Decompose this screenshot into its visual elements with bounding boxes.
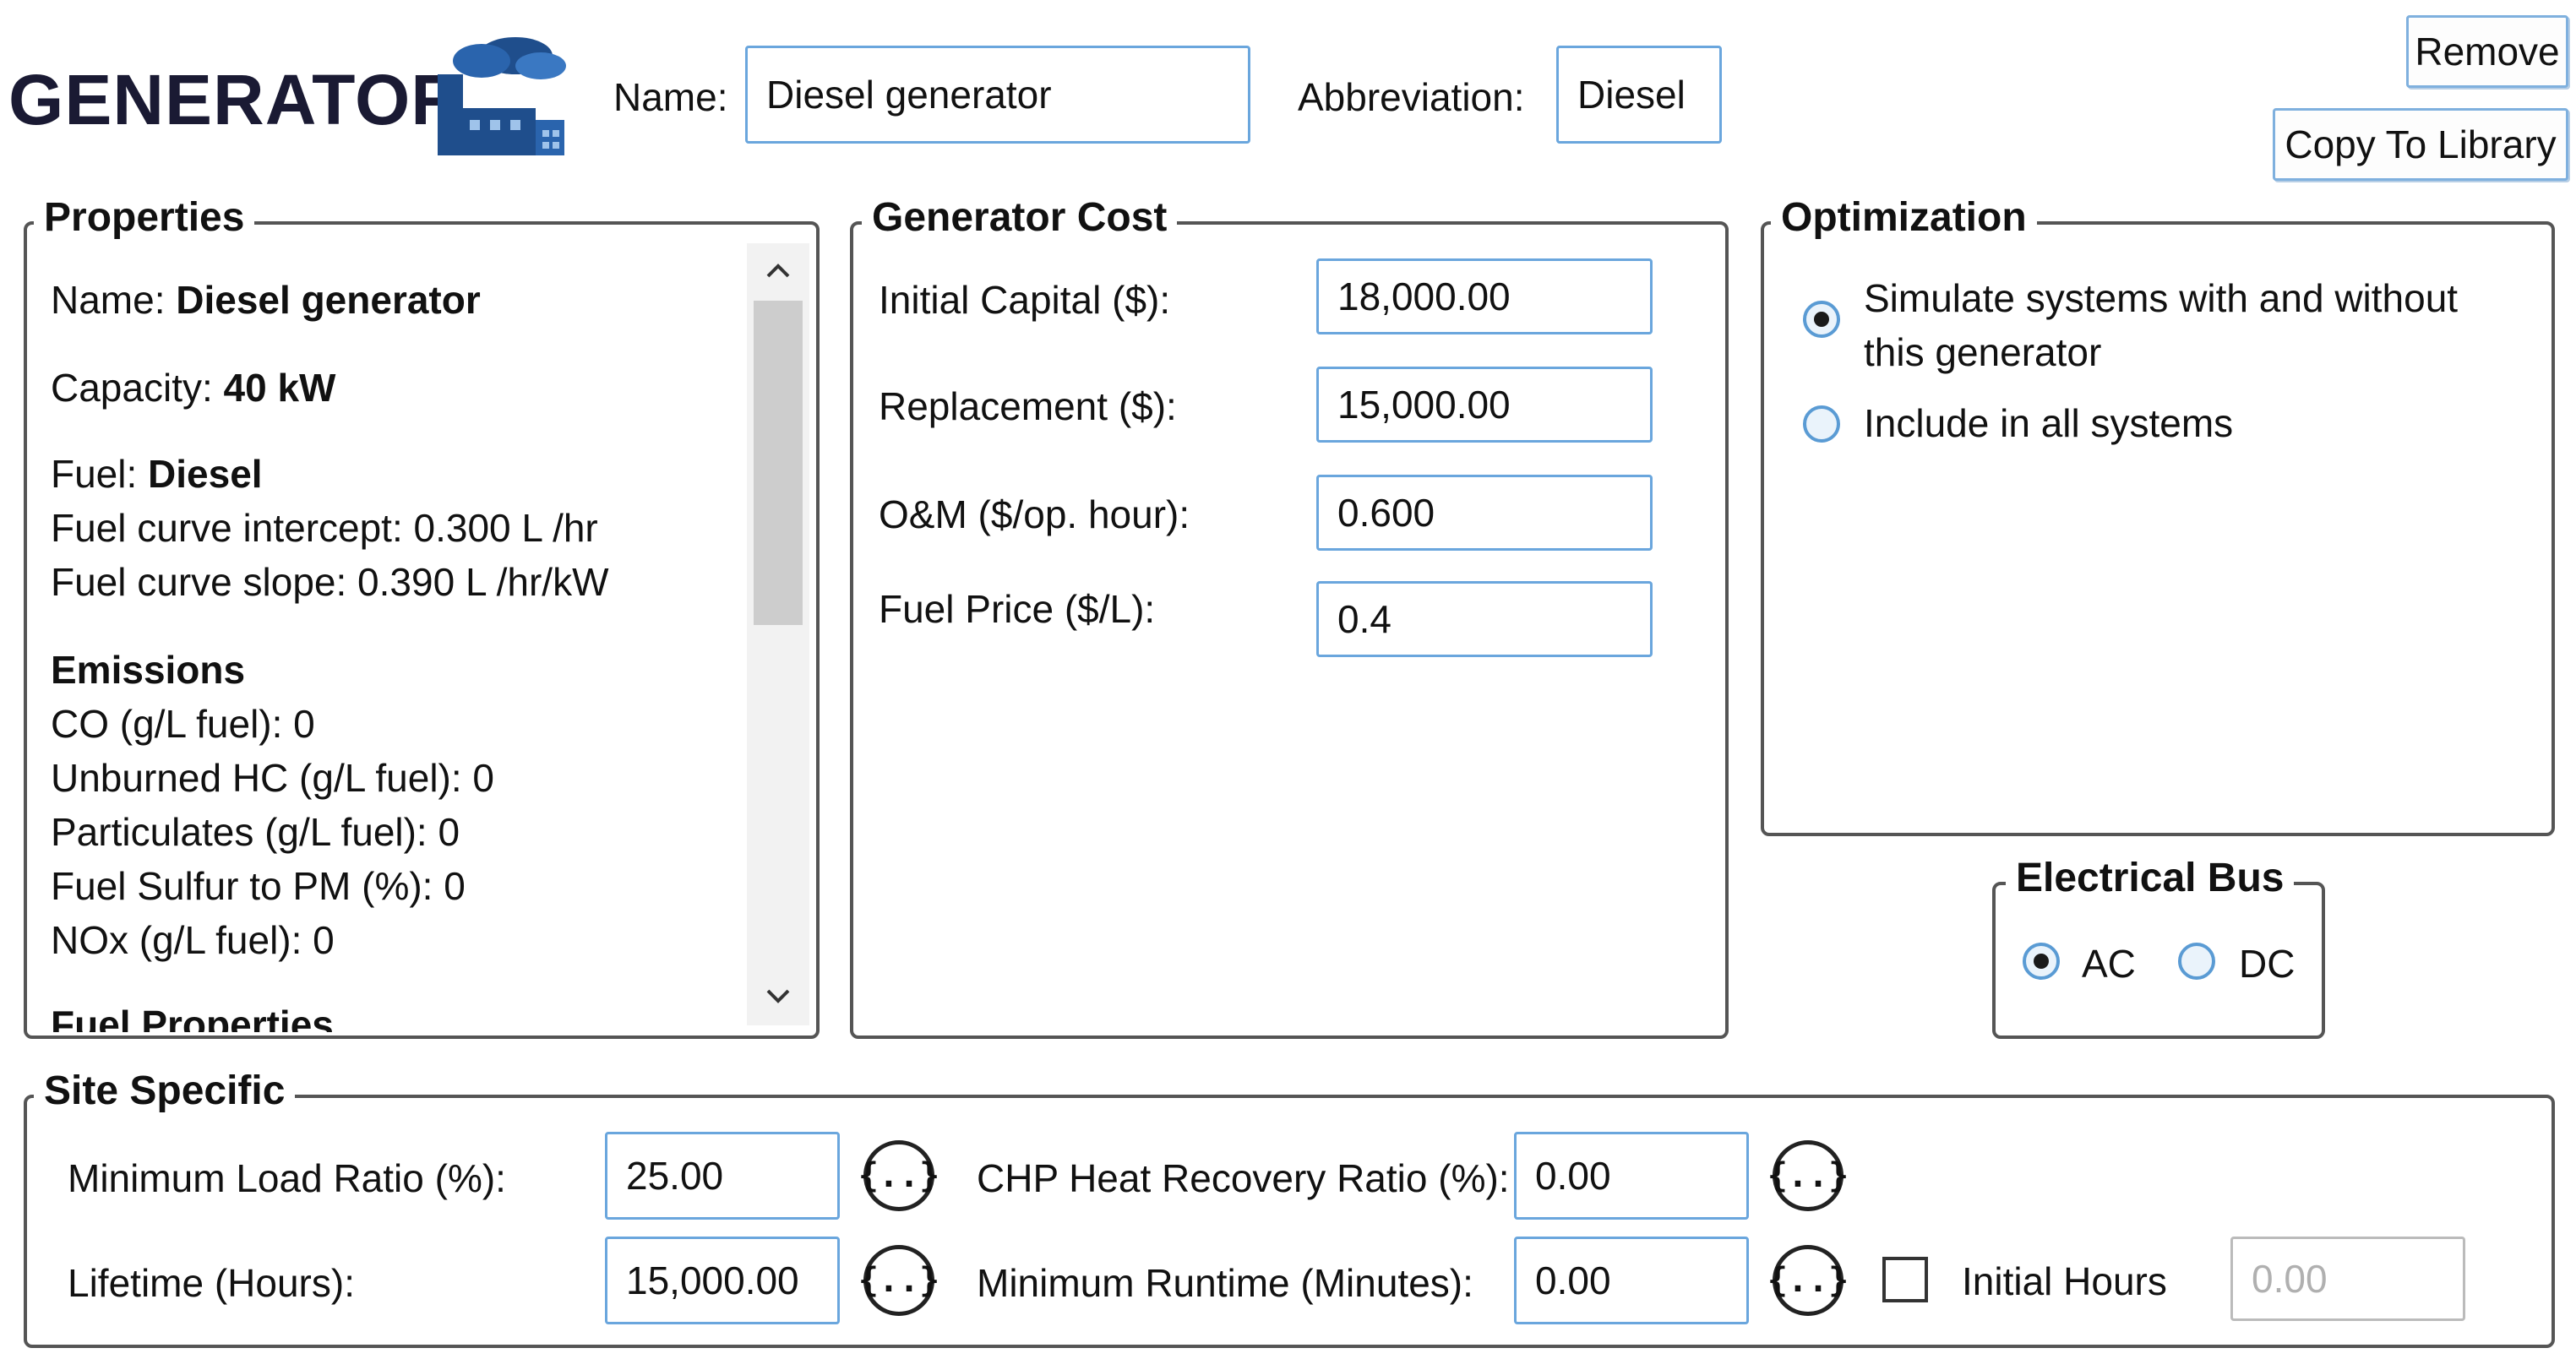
optimization-group — [1761, 221, 2555, 836]
lifetime-hours-label: Lifetime (Hours): — [68, 1261, 355, 1305]
emissions-heading: Emissions — [51, 648, 246, 692]
sensitivity-button-chp[interactable]: {..} — [1767, 1140, 1849, 1211]
electrical-bus-legend: Electrical Bus — [2006, 855, 2295, 901]
prop-capacity-label: Capacity: — [51, 366, 213, 410]
bus-ac-label: AC — [2082, 942, 2136, 986]
include-all-systems-radio[interactable] — [1803, 405, 1840, 443]
om-cost-input[interactable]: 0.600 — [1316, 475, 1653, 551]
prop-fuel-value: Diesel — [148, 452, 263, 496]
om-cost-label: O&M ($/op. hour): — [879, 492, 1190, 536]
abbreviation-label: Abbreviation: — [1298, 75, 1525, 119]
emission-item: CO (g/L fuel): 0 — [51, 702, 315, 746]
initial-hours-input[interactable]: 0.00 — [2230, 1237, 2465, 1321]
name-label: Name: — [613, 75, 728, 119]
include-all-systems-label: Include in all systems — [1864, 401, 2234, 445]
simulate-with-without-label-line2: this generator — [1864, 330, 2102, 374]
chp-heat-recovery-label: CHP Heat Recovery Ratio (%): — [977, 1156, 1510, 1200]
page-title: GENERATOR — [8, 60, 463, 139]
emission-item: Unburned HC (g/L fuel): 0 — [51, 756, 495, 800]
remove-button[interactable]: Remove — [2406, 15, 2568, 88]
prop-name-value: Diesel generator — [176, 278, 481, 322]
properties-legend: Properties — [34, 194, 255, 241]
sensitivity-button-min-load[interactable]: {..} — [858, 1140, 939, 1211]
site-specific-legend: Site Specific — [34, 1068, 296, 1114]
properties-group — [24, 221, 820, 1039]
minimum-load-ratio-label: Minimum Load Ratio (%): — [68, 1156, 506, 1200]
bus-dc-label: DC — [2239, 942, 2296, 986]
fuel-properties-heading: Fuel Properties — [51, 1003, 334, 1032]
scroll-up-icon[interactable] — [759, 252, 798, 291]
emission-item: NOx (g/L fuel): 0 — [51, 918, 335, 962]
prop-fuel-slope: Fuel curve slope: 0.390 L /hr/kW — [51, 560, 609, 604]
prop-capacity-value: 40 kW — [223, 366, 336, 410]
prop-name-label: Name: — [51, 278, 166, 322]
bus-ac-radio[interactable] — [2023, 943, 2060, 980]
emission-item: Particulates (g/L fuel): 0 — [51, 810, 460, 854]
initial-hours-checkbox[interactable] — [1882, 1257, 1928, 1302]
copy-to-library-button[interactable]: Copy To Library — [2273, 108, 2568, 181]
fuel-price-input[interactable]: 0.4 — [1316, 581, 1653, 657]
bus-dc-radio[interactable] — [2178, 943, 2215, 980]
prop-capacity-row: Capacity: 40 kW — [51, 365, 335, 410]
initial-capital-input[interactable]: 18,000.00 — [1316, 258, 1653, 334]
fuel-price-label: Fuel Price ($/L): — [879, 587, 1156, 631]
minimum-load-ratio-input[interactable]: 25.00 — [605, 1132, 840, 1220]
properties-content: Name: Diesel generator Capacity: 40 kW F… — [30, 230, 745, 1032]
replacement-label: Replacement ($): — [879, 384, 1177, 428]
simulate-with-without-radio[interactable] — [1803, 301, 1840, 338]
abbreviation-input[interactable]: Diesel — [1556, 46, 1722, 144]
initial-hours-label: Initial Hours — [1962, 1259, 2167, 1303]
scroll-down-icon[interactable] — [759, 976, 798, 1015]
prop-fuel-label: Fuel: — [51, 452, 138, 496]
optimization-legend: Optimization — [1771, 194, 2037, 241]
chp-heat-recovery-input[interactable]: 0.00 — [1514, 1132, 1749, 1220]
name-input[interactable]: Diesel generator — [745, 46, 1250, 144]
minimum-runtime-label: Minimum Runtime (Minutes): — [977, 1261, 1473, 1305]
scrollbar-thumb[interactable] — [754, 301, 803, 625]
lifetime-hours-input[interactable]: 15,000.00 — [605, 1237, 840, 1324]
prop-fuel-intercept: Fuel curve intercept: 0.300 L /hr — [51, 506, 598, 550]
replacement-input[interactable]: 15,000.00 — [1316, 367, 1653, 443]
minimum-runtime-input[interactable]: 0.00 — [1514, 1237, 1749, 1324]
prop-fuel-row: Fuel: Diesel — [51, 451, 263, 497]
site-specific-group — [24, 1095, 2555, 1348]
initial-capital-label: Initial Capital ($): — [879, 278, 1171, 322]
generator-cost-group — [850, 221, 1729, 1039]
sensitivity-button-runtime[interactable]: {..} — [1767, 1245, 1849, 1316]
prop-name-row: Name: Diesel generator — [51, 277, 481, 323]
emission-item: Fuel Sulfur to PM (%): 0 — [51, 864, 466, 908]
generator-cost-legend: Generator Cost — [862, 194, 1178, 241]
sensitivity-button-lifetime[interactable]: {..} — [858, 1245, 939, 1316]
simulate-with-without-label: Simulate systems with and without — [1864, 276, 2459, 320]
generator-plant-icon — [438, 37, 566, 155]
properties-scrollbar[interactable] — [747, 243, 809, 1025]
